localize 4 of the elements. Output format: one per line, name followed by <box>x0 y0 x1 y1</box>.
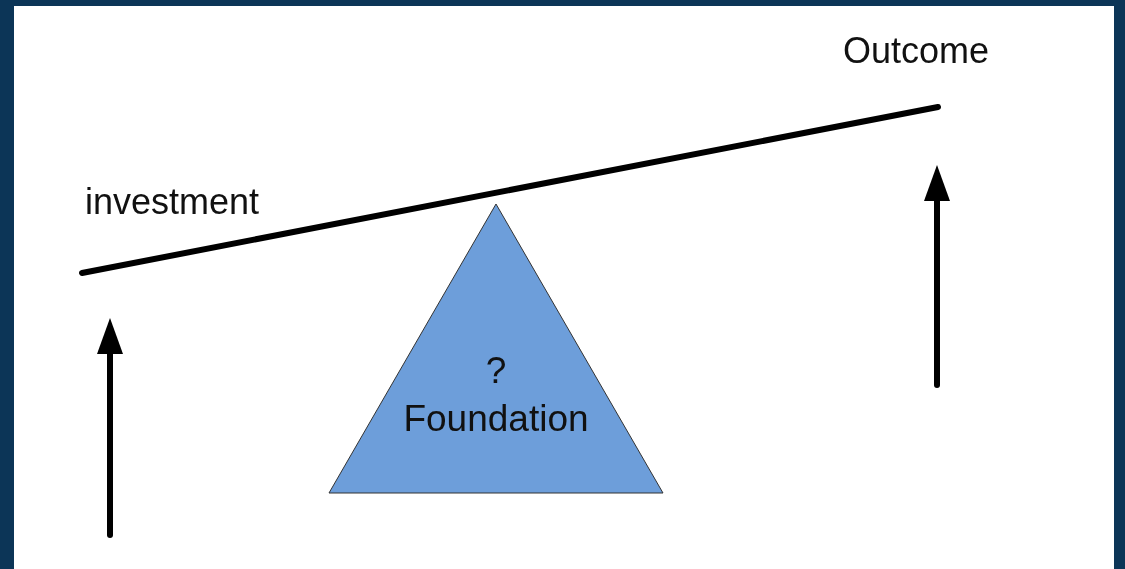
node-text: ? Foundation <box>402 349 590 441</box>
text-label: investment <box>85 184 260 220</box>
triangle-fulcrum <box>328 203 664 494</box>
text-label: Outcome <box>843 33 990 69</box>
